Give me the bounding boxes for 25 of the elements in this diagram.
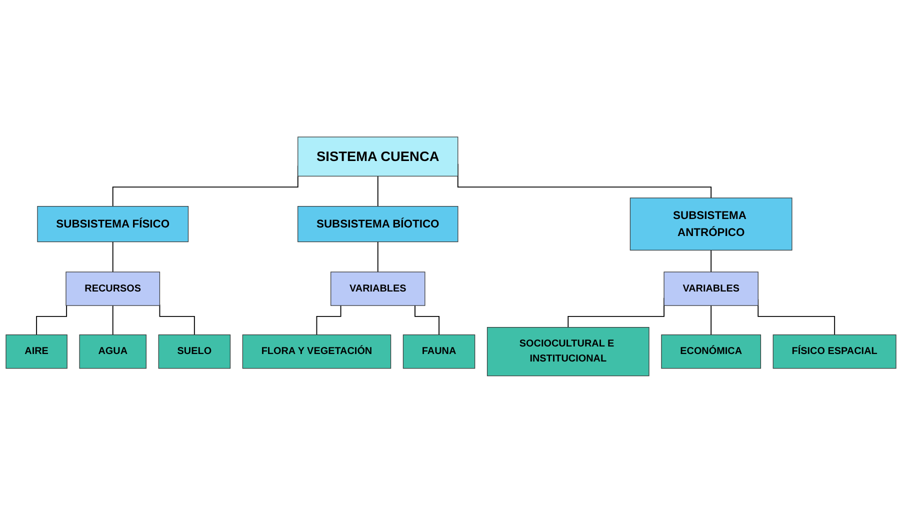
node-box: AIRE <box>6 334 68 368</box>
node-box: VARIABLES <box>330 271 426 306</box>
node-box: FLORA Y VEGETACIÓN <box>242 334 392 368</box>
connector <box>710 304 712 335</box>
node-box: ECONÓMICA <box>661 334 762 368</box>
node-box: SUBSISTEMA FÍSICO <box>37 206 189 242</box>
connector <box>36 304 68 335</box>
node-box: SISTEMA CUENCA <box>298 136 458 176</box>
node-box: SUELO <box>158 334 231 368</box>
connector <box>112 304 114 335</box>
node-box: AGUA <box>79 334 146 368</box>
connector <box>112 240 114 272</box>
connector <box>316 304 342 335</box>
connector <box>377 175 378 206</box>
node-box: SOCIOCULTURAL E INSTITUCIONAL <box>486 326 650 376</box>
node-box: RECURSOS <box>66 271 160 306</box>
node-box: VARIABLES <box>664 271 758 306</box>
node-box: SUBSISTEMA ANTRÓPICO <box>630 197 792 250</box>
node-box: SUBSISTEMA BÍOTICO <box>298 206 458 242</box>
node-box: FAUNA <box>402 334 476 368</box>
connector <box>414 304 440 335</box>
connector <box>159 304 195 335</box>
node-box: FÍSICO ESPACIAL <box>772 334 896 368</box>
connector <box>710 249 712 272</box>
connector <box>377 240 378 272</box>
